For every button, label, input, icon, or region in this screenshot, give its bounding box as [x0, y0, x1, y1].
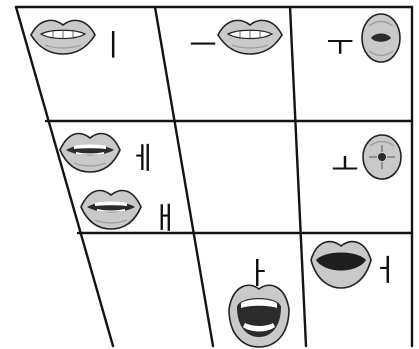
vowel-cell-eu: ㅡ [189, 20, 282, 63]
mouth-shape-ae [81, 191, 141, 229]
vowel-glyph-i: ㅣ [99, 29, 127, 64]
mouth-shape-u [362, 14, 400, 62]
column-divider-2 [290, 7, 306, 346]
vowel-cell-eo: ㅓ [311, 242, 399, 289]
vowel-glyph-o: ㅗ [331, 149, 359, 184]
mouth-shape-a [229, 285, 289, 347]
vowel-cell-e: ㅔ [60, 134, 157, 177]
vowel-glyph-eo: ㅓ [371, 254, 399, 289]
vowel-cell-ae: ㅐ [81, 191, 179, 237]
vowel-glyph-u: ㅜ [326, 29, 354, 64]
vowel-cell-o: ㅗ [331, 135, 401, 184]
mouth-shape-o [363, 135, 401, 179]
vowel-glyph-e: ㅔ [129, 142, 157, 177]
vowel-glyph-eu: ㅡ [189, 29, 217, 64]
vowel-cell-i: ㅣ [31, 20, 127, 63]
vowel-cell-a: ㅏ [229, 257, 289, 348]
mouth-shape-eu [218, 20, 282, 54]
vowel-cells: ㅣ ㅡ ㅜㅔㅐ ㅗㅏ ㅓ [31, 14, 401, 347]
mouth-shape-eo [311, 242, 371, 288]
vowel-glyph-a: ㅏ [244, 257, 272, 292]
vowel-cell-u: ㅜ [326, 14, 400, 64]
mouth-shape-e [60, 134, 120, 172]
mouth-shape-i [31, 20, 95, 54]
vowel-glyph-ae: ㅐ [151, 202, 179, 237]
